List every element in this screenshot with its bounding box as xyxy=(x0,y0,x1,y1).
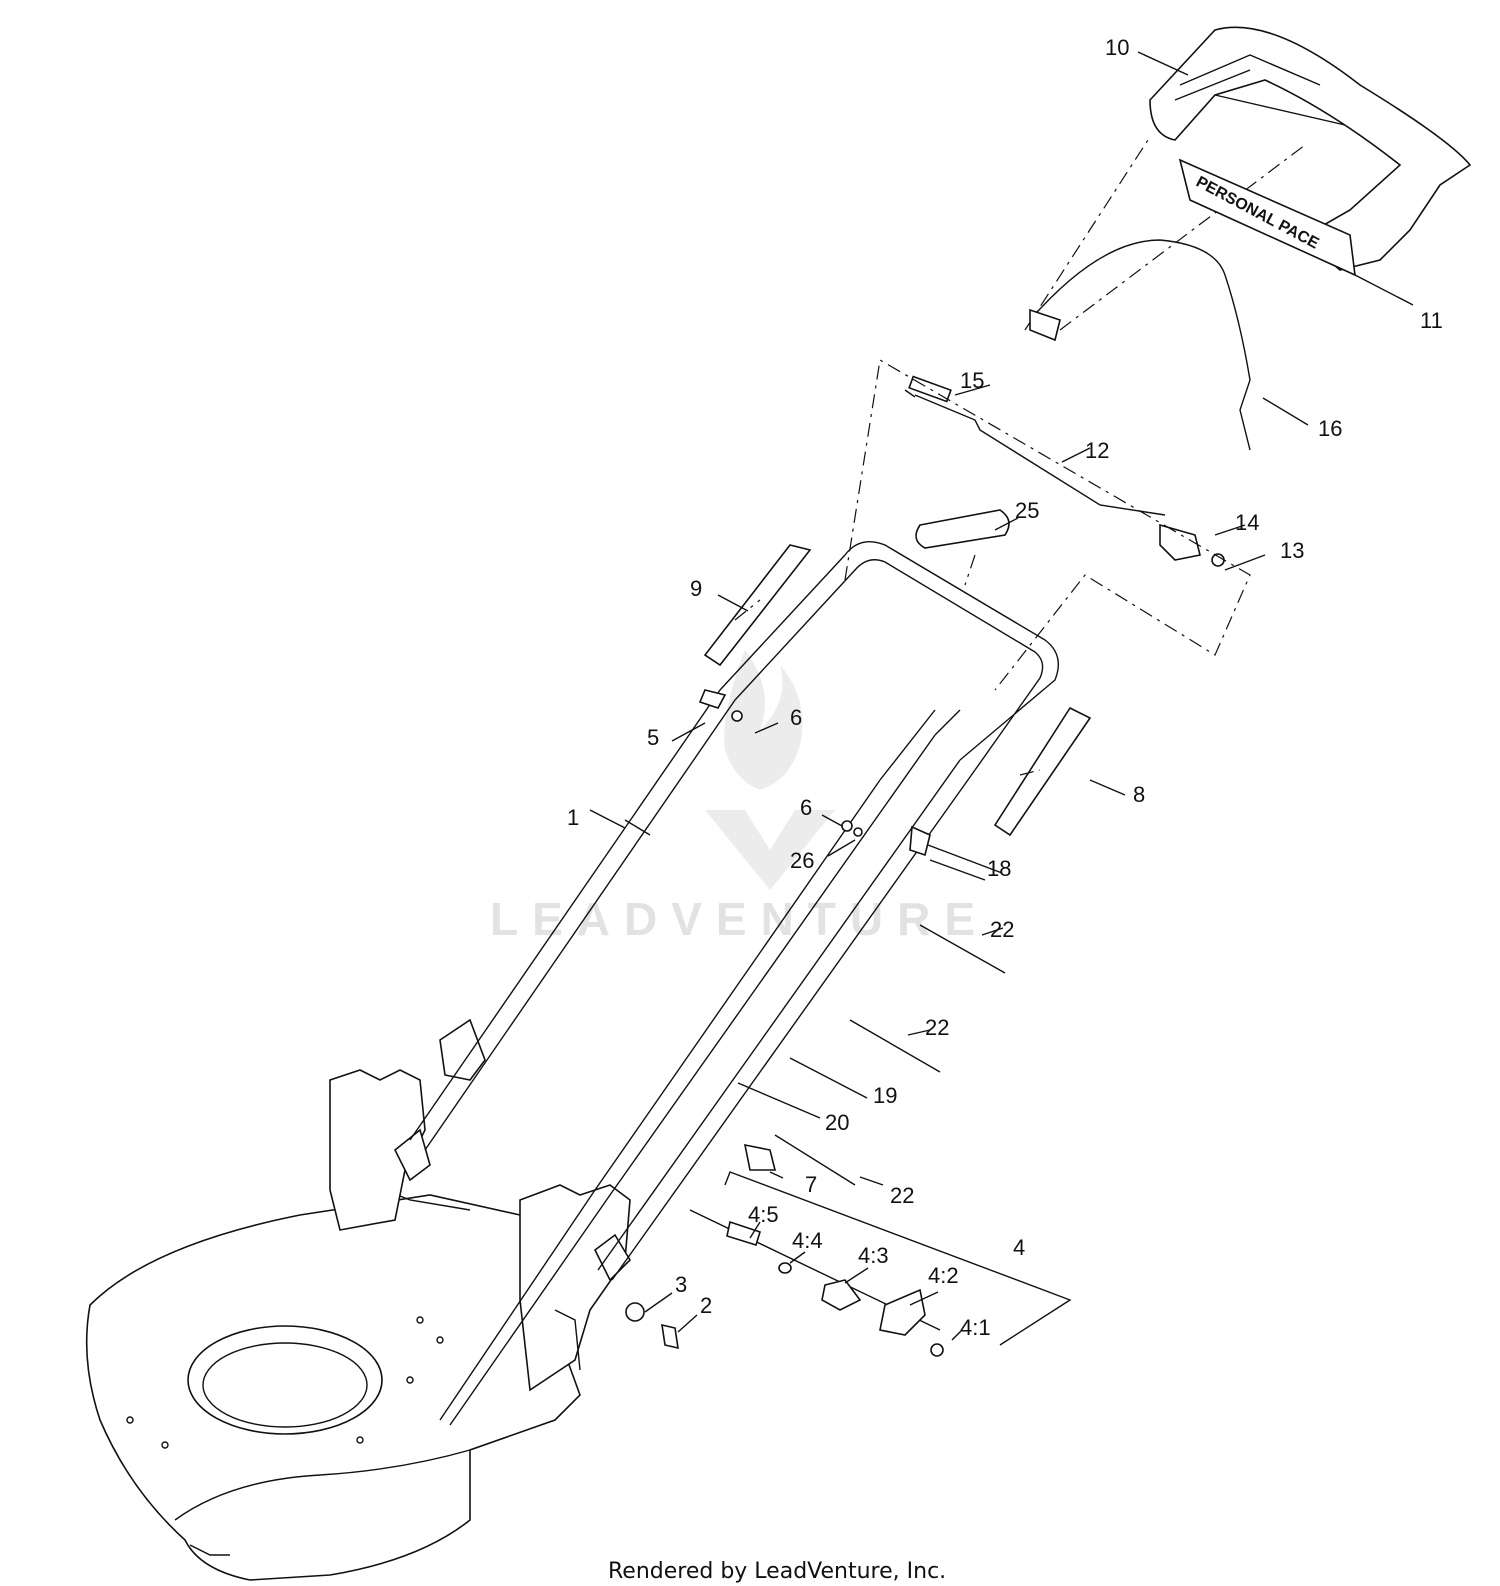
washer-26 xyxy=(853,827,863,837)
bolt-18 xyxy=(929,859,986,881)
callout-22a: 22 xyxy=(990,917,1014,942)
bolt-2 xyxy=(661,1323,679,1350)
callout-labels: 10 11 16 15 12 25 14 13 9 6 5 6 26 8 18 … xyxy=(567,35,1443,1340)
mower-deck xyxy=(85,1069,631,1581)
washer-3 xyxy=(625,1302,645,1322)
decal: PERSONAL PACE xyxy=(1178,158,1356,277)
bail xyxy=(1029,239,1251,451)
callout-18: 18 xyxy=(987,856,1011,881)
callout-4-3: 4:3 xyxy=(858,1243,889,1268)
callout-6b: 6 xyxy=(800,795,812,820)
callout-20: 20 xyxy=(825,1110,849,1135)
lever-assembly-4 xyxy=(689,1171,1072,1357)
callout-19: 19 xyxy=(873,1083,897,1108)
watermark-text: LEADVENTURE xyxy=(490,893,989,945)
reference-lines xyxy=(734,139,1306,776)
callout-9: 9 xyxy=(690,576,702,601)
callout-4-5: 4:5 xyxy=(748,1202,779,1227)
cable-tie-c xyxy=(774,1134,856,1186)
callout-14: 14 xyxy=(1235,510,1259,535)
callout-4: 4 xyxy=(1013,1235,1025,1260)
callout-5: 5 xyxy=(647,725,659,750)
callout-26: 26 xyxy=(790,848,814,873)
nut-6a xyxy=(731,710,743,722)
decal-text: PERSONAL PACE xyxy=(1193,174,1322,253)
callout-1: 1 xyxy=(567,805,579,830)
handle-mount-bracket-left xyxy=(393,1018,486,1182)
callout-13: 13 xyxy=(1280,538,1304,563)
cable-tie-b xyxy=(849,1019,941,1073)
leader-lines xyxy=(589,51,1414,1341)
callout-3: 3 xyxy=(675,1272,687,1297)
callout-2: 2 xyxy=(700,1293,712,1318)
blade-opening xyxy=(187,1325,383,1435)
callout-10: 10 xyxy=(1105,35,1129,60)
control-cables xyxy=(439,709,961,1426)
cable-bracket-7 xyxy=(743,1143,777,1171)
handle-grip xyxy=(915,509,1010,549)
callout-12: 12 xyxy=(1085,438,1109,463)
callout-6a: 6 xyxy=(790,705,802,730)
callout-16: 16 xyxy=(1318,416,1342,441)
lower-handle xyxy=(409,689,976,1281)
knob-5 xyxy=(698,689,727,709)
bail-rod xyxy=(914,394,1166,516)
cable-tie-a xyxy=(919,924,1006,974)
nut-6b xyxy=(841,820,853,832)
cable-clip-18 xyxy=(909,825,931,857)
callout-4-1: 4:1 xyxy=(960,1315,991,1340)
footer-credit: Rendered by LeadVenture, Inc. xyxy=(608,1559,946,1584)
handle-mount-bracket-right xyxy=(593,1233,632,1282)
callout-25: 25 xyxy=(1015,498,1039,523)
leadventure-watermark: LEADVENTURE xyxy=(490,650,989,945)
drive-bracket xyxy=(1159,523,1201,561)
callout-15: 15 xyxy=(960,368,984,393)
callout-7: 7 xyxy=(805,1172,817,1197)
upper-handle xyxy=(719,541,1059,771)
callout-4-2: 4:2 xyxy=(928,1263,959,1288)
side-cover-left xyxy=(703,544,812,667)
callout-8: 8 xyxy=(1133,782,1145,807)
callout-11: 11 xyxy=(1420,308,1443,333)
callout-4-4: 4:4 xyxy=(792,1228,823,1253)
callout-22c: 22 xyxy=(890,1183,914,1208)
bail-left-end xyxy=(1029,308,1061,342)
callout-22b: 22 xyxy=(925,1015,949,1040)
side-cover-right xyxy=(993,706,1092,837)
